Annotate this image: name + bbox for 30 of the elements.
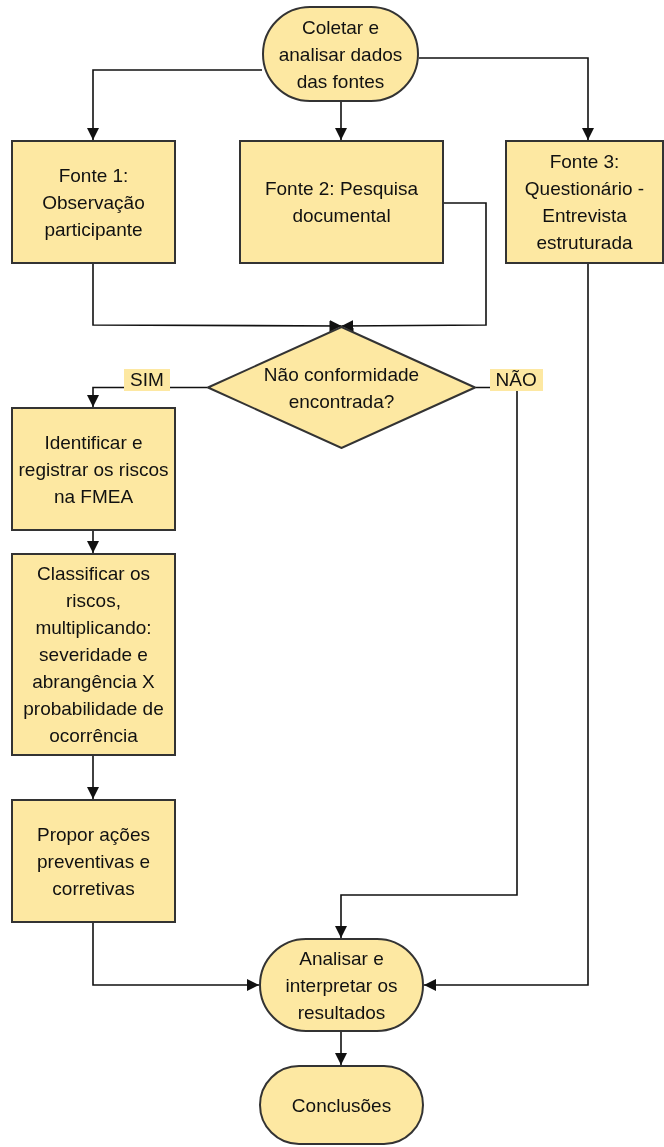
node-text: Fonte 1: Observação participante	[41, 163, 146, 242]
arrow	[335, 101, 347, 141]
process-box	[505, 140, 664, 264]
node-text: Fonte 3: Questionário - Entrevista estruturada	[523, 150, 646, 255]
arrow	[87, 530, 99, 554]
edge-label: SIM	[124, 369, 170, 391]
node-text: Identificar e registrar os riscos na FMEA	[17, 430, 170, 509]
arrow	[92, 922, 260, 991]
arrow	[87, 755, 99, 800]
arrow	[92, 263, 343, 332]
arrow	[87, 69, 263, 141]
process-box	[11, 553, 176, 756]
node-text: Classificar os riscos, multiplicando: severidade e abrangência X probabilidade de ocorrência	[22, 562, 165, 748]
process-box	[11, 407, 176, 531]
process-box	[11, 140, 176, 264]
arrow	[423, 263, 589, 991]
arrow	[335, 1031, 347, 1066]
node-text: Conclusões	[290, 1093, 393, 1118]
arrow	[340, 202, 487, 332]
node-text: Propor ações preventivas e corretivas	[36, 822, 151, 901]
node-text: Analisar e interpretar os resultados	[284, 946, 399, 1025]
arrow	[418, 57, 594, 141]
decision-diamond	[207, 326, 476, 449]
node-text: Fonte 2: Pesquisa documental	[263, 177, 420, 228]
edge-label: NÃO	[489, 369, 543, 391]
node-text: Não conformidade encontrada?	[262, 362, 421, 414]
process-box	[239, 140, 444, 264]
node-text: Coletar e analisar dados das fontes	[277, 15, 404, 94]
arrow	[335, 386, 518, 939]
process-box	[11, 799, 176, 923]
